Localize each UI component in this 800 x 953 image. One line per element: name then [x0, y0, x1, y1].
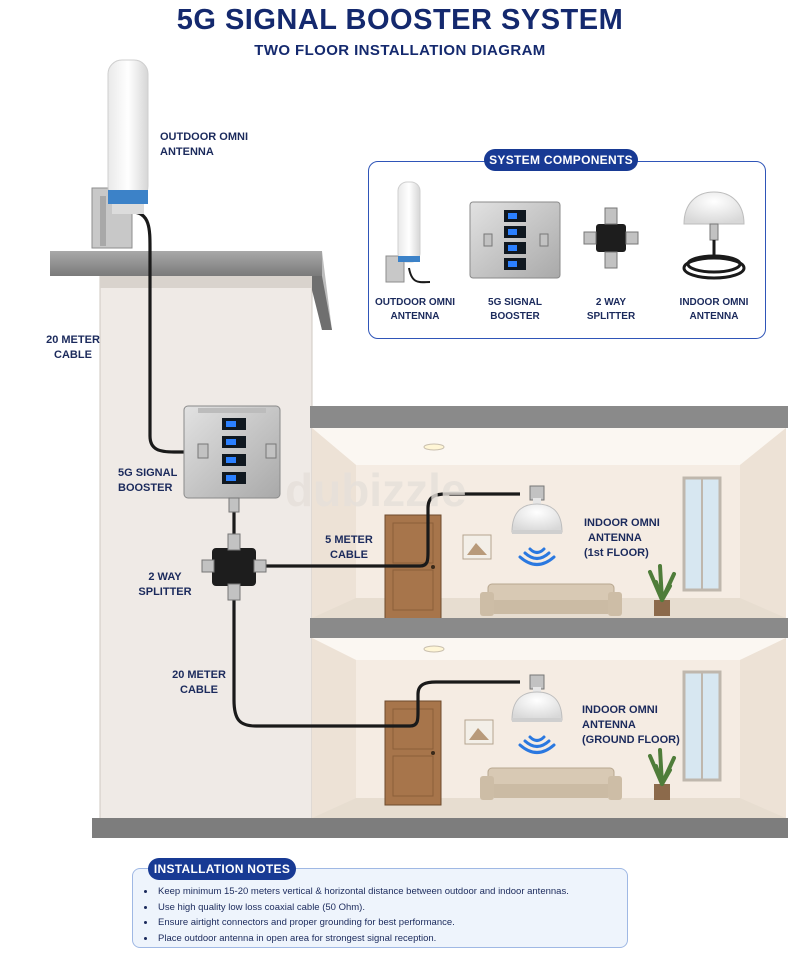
tall-building: [50, 251, 332, 825]
ground-floor-room: [310, 618, 788, 818]
installation-notes-heading: INSTALLATION NOTES: [148, 858, 296, 880]
installation-notes-panel: [132, 868, 628, 948]
note-item: Place outdoor antenna in open area for s…: [156, 931, 569, 947]
floor-1-room: [310, 406, 788, 620]
installation-notes-list: Keep minimum 15-20 meters vertical & hor…: [142, 884, 569, 946]
indoor-antenna-ground-floor-icon: [511, 674, 563, 754]
watermark: dubizzle: [285, 464, 466, 516]
outdoor-antenna-icon: [91, 59, 149, 249]
sub-title: TWO FLOOR INSTALLATION DIAGRAM: [254, 42, 546, 59]
system-components-heading: SYSTEM COMPONENTS: [484, 149, 638, 171]
note-item: Use high quality low loss coaxial cable …: [156, 900, 569, 916]
note-item: Ensure airtight connectors and proper gr…: [156, 915, 569, 931]
system-components-panel: [368, 161, 766, 339]
coax-cables: [131, 210, 520, 728]
note-item: Keep minimum 15-20 meters vertical & hor…: [156, 884, 569, 900]
label-indoor-ground: INDOOR OMNI ANTENNA (GROUND FLOOR): [582, 704, 680, 746]
splitter-device-icon: [201, 533, 267, 601]
booster-device-icon: [183, 405, 281, 513]
label-indoor-first: INDOOR OMNI ANTENNA (1st FLOOR): [584, 517, 660, 559]
foundation-slab: [92, 818, 788, 838]
main-title: 5G SIGNAL BOOSTER SYSTEM: [176, 4, 624, 36]
indoor-antenna-first-floor-icon: [511, 485, 563, 566]
